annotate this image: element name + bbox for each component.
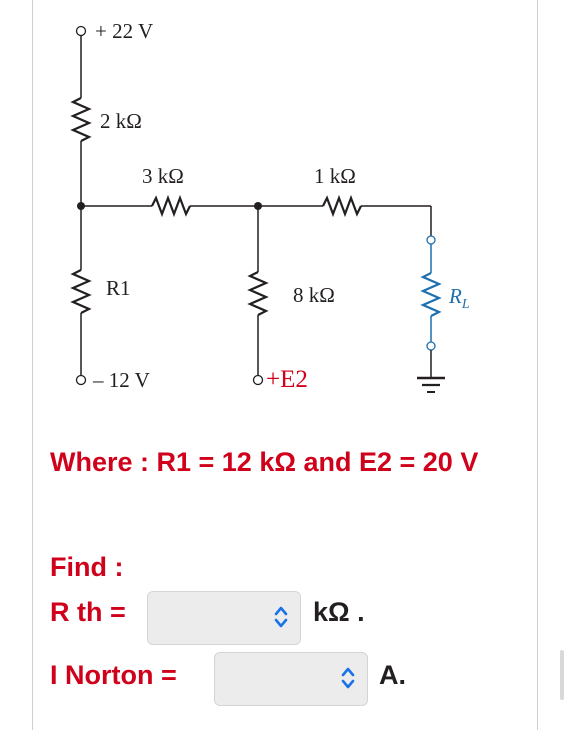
ground-icon — [417, 376, 445, 393]
load-terminal-bottom — [426, 341, 436, 351]
e2-terminal — [252, 374, 264, 386]
resistor-8k — [247, 271, 269, 316]
up-down-chevron-icon — [274, 606, 288, 628]
top-terminal — [75, 25, 87, 37]
resistor-r1 — [70, 269, 92, 314]
label-supply-top: + 22 V — [95, 19, 153, 43]
resistor-3k — [151, 194, 191, 218]
given-values-text: Where : R1 = 12 kΩ and E2 = 20 V — [50, 447, 479, 477]
label-r-3k: 3 kΩ — [142, 164, 184, 188]
load-terminal-top — [426, 235, 436, 245]
label-load: RL — [448, 284, 470, 312]
resistor-1k — [322, 194, 362, 218]
find-heading: Find : — [50, 552, 124, 582]
up-down-chevron-icon — [341, 667, 355, 689]
label-r1: R1 — [106, 276, 131, 300]
label-supply-bottom: – 12 V — [92, 368, 150, 392]
resistor-load — [420, 272, 442, 317]
scrollbar[interactable] — [560, 650, 564, 700]
rth-select[interactable] — [147, 591, 301, 645]
label-r-2k: 2 kΩ — [100, 109, 142, 133]
label-r-8k: 8 kΩ — [293, 283, 335, 307]
norton-unit: A. — [379, 660, 406, 690]
bottom-left-terminal — [75, 374, 87, 386]
label-r-1k: 1 kΩ — [314, 164, 356, 188]
rth-label: R th = — [50, 597, 126, 627]
circuit-diagram: + 22 V 2 kΩ 3 kΩ 1 kΩ R1 8 kΩ RL – 12 V … — [70, 19, 470, 393]
rth-unit: kΩ . — [313, 597, 365, 627]
resistor-2k — [70, 97, 92, 142]
norton-select[interactable] — [214, 652, 368, 706]
label-e2: +E2 — [266, 366, 308, 393]
norton-label: I Norton = — [50, 660, 177, 690]
